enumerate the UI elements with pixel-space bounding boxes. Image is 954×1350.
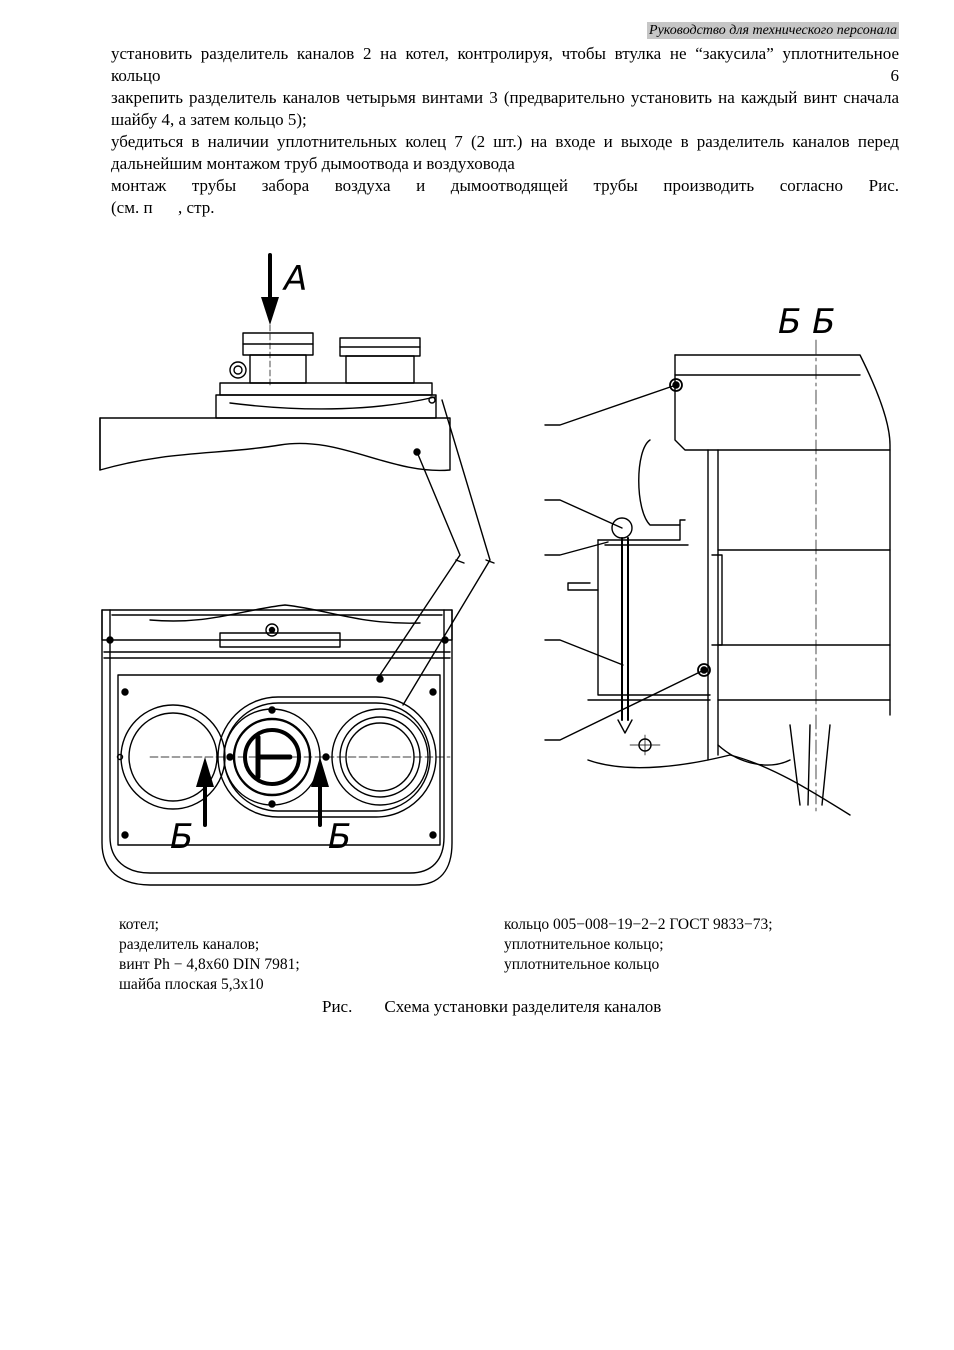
figure-caption: Рис. Схема установки разделителя каналов (322, 996, 661, 1018)
legend-item-boiler: котел; (119, 916, 159, 933)
boiler-side-view: А (99, 253, 495, 706)
boiler-front-view: Б Б (101, 604, 453, 886)
figure-caption-prefix: Рис. (322, 997, 353, 1016)
arrow-a-label: А (282, 259, 307, 299)
legend-item-seal-ring-1: уплотнительное кольцо; (504, 936, 664, 953)
section-bb-view: Б Б (544, 302, 891, 816)
instruction-4: монтаж трубы забора воздуха и дымоотводя… (111, 176, 899, 195)
page-header: Руководство для технического персонала (647, 22, 899, 39)
instruction-1: установить разделитель каналов 2 на коте… (111, 44, 899, 85)
instruction-3: убедиться в наличии уплотнительных колец… (111, 132, 899, 173)
legend-item-washer: шайба плоская 5,3x10 (119, 976, 264, 993)
instruction-5: (см. п , стр. (111, 198, 215, 217)
arrow-b-left-label: Б (170, 817, 193, 857)
legend-item-divider: разделитель каналов; (119, 936, 260, 953)
figure-caption-text: Схема установки разделителя каналов (384, 997, 662, 1016)
legend-right: кольцо 005−008−19−2−2 ГОСТ 9833−73; упло… (504, 915, 773, 975)
instructions: установить разделитель каналов 2 на коте… (111, 43, 899, 219)
legend-item-seal-ring-2: уплотнительное кольцо (504, 956, 660, 973)
instruction-2: закрепить разделитель каналов четырьмя в… (111, 88, 899, 129)
legend-left: котел; разделитель каналов; винт Ph − 4,… (119, 915, 300, 995)
legend-item-screw: винт Ph − 4,8x60 DIN 7981; (119, 956, 300, 973)
installation-diagram: А (90, 245, 910, 905)
arrow-b-right-label: Б (328, 817, 351, 857)
legend-item-ring: кольцо 005−008−19−2−2 ГОСТ 9833−73; (504, 916, 773, 933)
section-bb-label: Б Б (778, 302, 835, 342)
